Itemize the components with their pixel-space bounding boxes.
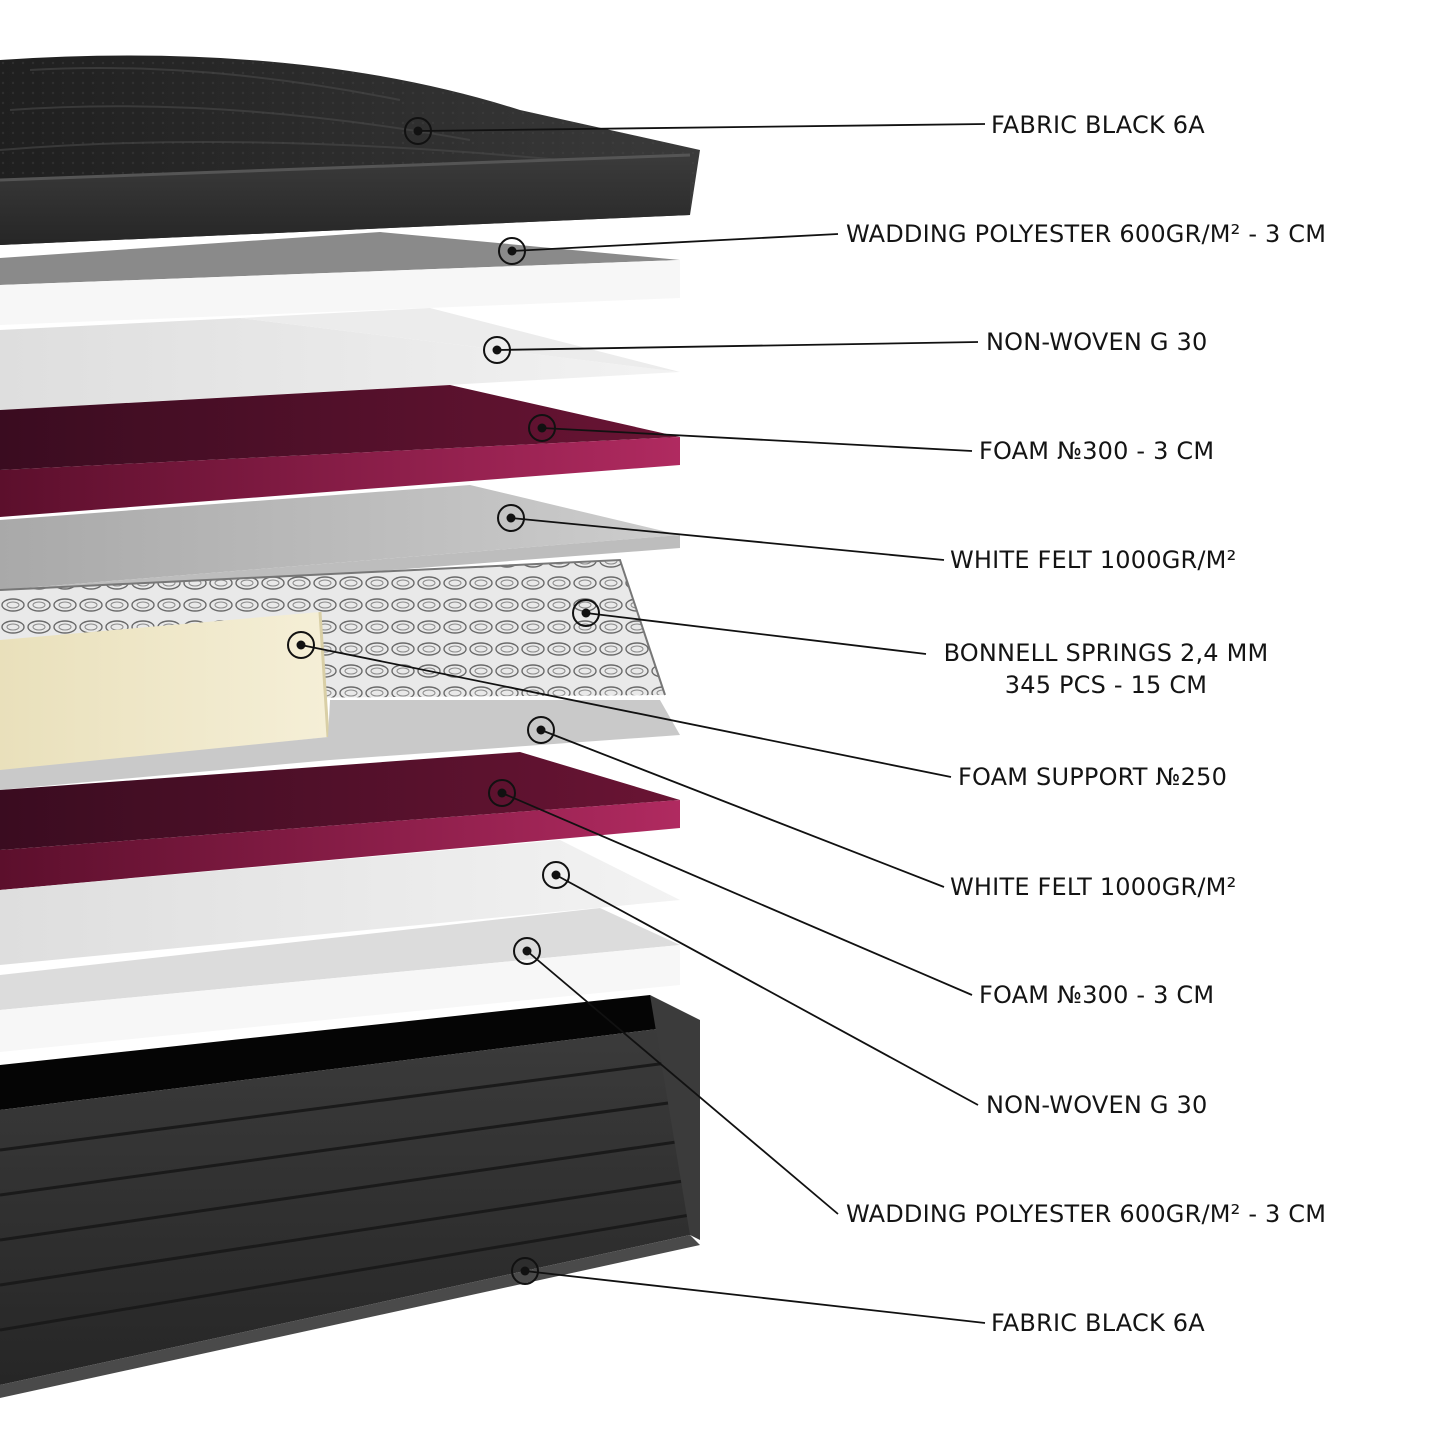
marker-top-nonwoven [483,336,511,364]
label-springs-line2: 345 PCS - 15 CM [1004,671,1208,699]
marker-top-foam [528,414,556,442]
marker-top-felt [497,504,525,532]
leader-lines [300,123,986,1324]
bottom-fabric-layer [0,995,700,1398]
marker-bottom-wadding [513,937,541,965]
label-bottom-wadding: WADDING POLYESTER 600GR/M² - 3 CM [846,1200,1327,1228]
bottom-foam-layer [0,752,680,890]
marker-foam-support [287,631,315,659]
marker-springs [572,599,600,627]
top-fabric-layer [0,55,700,245]
marker-bottom-fabric [511,1257,539,1285]
bottom-wadding-layer [0,908,680,1052]
marker-top-wadding [498,237,526,265]
label-top-nonwoven: NON-WOVEN G 30 [986,328,1208,356]
bottom-felt-layer [0,700,680,790]
marker-top-fabric [404,117,432,145]
label-bottom-fabric: FABRIC BLACK 6A [991,1309,1205,1337]
foam-support-layer [0,611,330,772]
label-top-wadding: WADDING POLYESTER 600GR/M² - 3 CM [846,220,1327,248]
marker-bottom-felt [527,716,555,744]
marker-bottom-nonwoven [542,861,570,889]
top-nonwoven-layer [0,308,680,410]
top-foam-layer [0,385,680,517]
label-bottom-foam: FOAM №300 - 3 CM [979,981,1215,1009]
label-bottom-nonwoven: NON-WOVEN G 30 [986,1091,1208,1119]
label-springs-line1: BONNELL SPRINGS 2,4 MM [943,639,1269,667]
top-wadding-layer [0,232,680,325]
label-top-felt: WHITE FELT 1000GR/M² [950,546,1237,574]
label-springs: BONNELL SPRINGS 2,4 MM 345 PCS - 15 CM [934,637,1278,701]
markers [287,117,600,1285]
bottom-nonwoven-layer [0,840,680,965]
label-bottom-felt: WHITE FELT 1000GR/M² [950,873,1237,901]
label-top-foam: FOAM №300 - 3 CM [979,437,1215,465]
label-top-fabric: FABRIC BLACK 6A [991,111,1205,139]
marker-bottom-foam [488,779,516,807]
label-foam-support: FOAM SUPPORT №250 [958,763,1228,791]
